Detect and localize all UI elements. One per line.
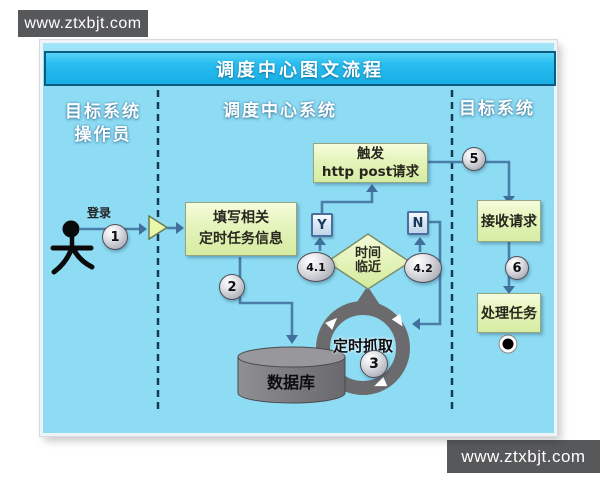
connector-trigger-to-receive (428, 160, 511, 196)
cron-fetch-label: 定时抓取 (332, 337, 393, 355)
node-process-task: 处理任务 (477, 293, 541, 333)
arrowhead (503, 286, 515, 294)
watermark-text: www.ztxbjt.com (24, 14, 142, 32)
node-text: 触发 (357, 146, 384, 162)
decision-label: 时间 临近 (338, 247, 398, 275)
watermark-text: www.ztxbjt.com (461, 446, 586, 466)
node-text: http post请求 (321, 164, 420, 180)
node-trigger-http-post: 触发 http post请求 (313, 143, 428, 183)
node-receive-request: 接收请求 (477, 200, 541, 242)
step-badge-4-1: 4.1 (297, 252, 335, 282)
connector-y-to-trigger (320, 191, 374, 213)
step-badge-3: 3 (360, 350, 388, 378)
node-text: 填写相关 (213, 210, 269, 226)
ring-direction-arrows (325, 313, 403, 387)
connector-to-database (238, 257, 294, 336)
step-badge-1: 1 (102, 224, 128, 250)
start-triangle (148, 214, 169, 241)
lane-header-dispatch-center: 调度中心系统 (223, 101, 337, 121)
login-label: 登录 (86, 206, 111, 220)
end-node (498, 334, 518, 354)
lane-header-operator: 目标系统 操作员 (46, 101, 160, 147)
branch-no: N (407, 211, 429, 235)
node-text: 定时任务信息 (199, 231, 283, 247)
arrowhead (139, 223, 147, 235)
step-badge-5: 5 (462, 147, 486, 171)
arrowhead (366, 184, 378, 192)
diagram-title: 调度中心图文流程 (216, 59, 384, 81)
step-badge-2: 2 (219, 274, 245, 300)
watermark-top-left: www.ztxbjt.com (18, 10, 148, 37)
arrowhead (314, 237, 326, 245)
lane-header-line: 目标系统 (65, 102, 141, 122)
cron-loop-ring (316, 286, 410, 395)
actor-stickman-icon (50, 220, 95, 275)
watermark-bottom-right: www.ztxbjt.com (447, 440, 600, 473)
arrowhead (286, 335, 298, 344)
lane-header-line: 操作员 (74, 125, 132, 145)
node-fill-task: 填写相关 定时任务信息 (185, 202, 297, 256)
decision-text: 临近 (354, 260, 381, 275)
arrowhead (176, 222, 184, 234)
connector-arrowheads (139, 184, 515, 344)
step-badge-6: 6 (505, 256, 529, 280)
arrowhead (414, 237, 426, 245)
arrowhead (412, 318, 420, 330)
database-cylinder (237, 346, 346, 404)
ring-up-arrow (355, 286, 380, 305)
lane-header-target-system: 目标系统 (459, 99, 535, 119)
database-label: 数据库 (266, 373, 315, 392)
step-badge-4-2: 4.2 (404, 253, 442, 283)
decision-text: 时间 (354, 246, 381, 261)
branch-yes: Y (311, 213, 333, 237)
diagram-title-bar: 调度中心图文流程 (44, 51, 556, 86)
